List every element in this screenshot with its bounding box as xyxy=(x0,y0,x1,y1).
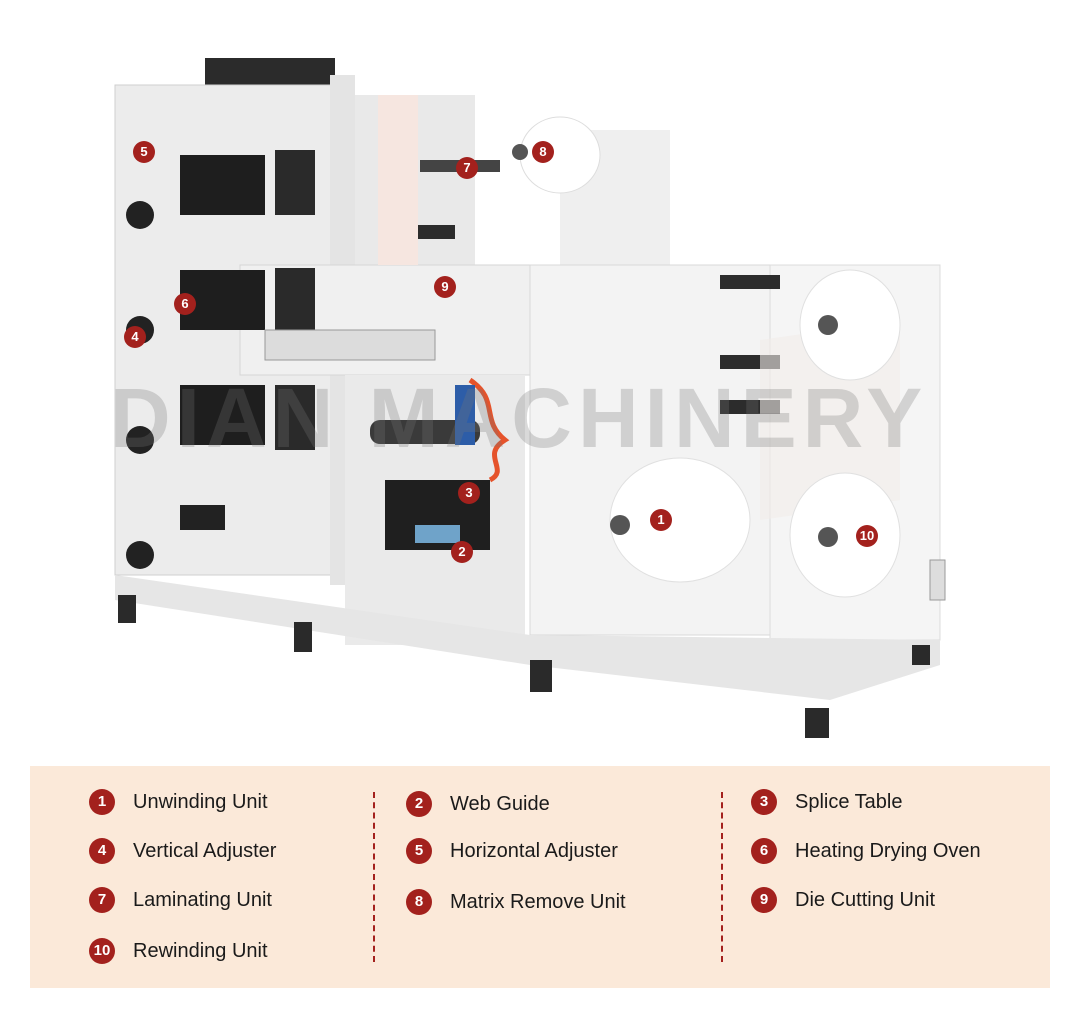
legend-item-splice-table: 3 Splice Table xyxy=(751,789,902,815)
legend-label: Splice Table xyxy=(795,790,903,813)
legend-label: Matrix Remove Unit xyxy=(450,890,626,913)
legend-label: Horizontal Adjuster xyxy=(450,839,618,862)
legend-number-badge: 9 xyxy=(751,887,777,913)
callout-10: 10 xyxy=(856,525,878,547)
callout-6: 6 xyxy=(174,293,196,315)
legend-label: Rewinding Unit xyxy=(133,939,268,962)
legend-number-badge: 7 xyxy=(89,887,115,913)
machine-photo: DIAN MACHINERY 1 2 3 4 5 6 7 8 9 10 xyxy=(110,58,946,738)
callout-7: 7 xyxy=(456,157,478,179)
callout-9: 9 xyxy=(434,276,456,298)
legend-panel: 1 Unwinding Unit 2 Web Guide 3 Splice Ta… xyxy=(30,766,1050,988)
legend-label: Unwinding Unit xyxy=(133,790,268,813)
legend-item-web-guide: 2 Web Guide xyxy=(406,791,550,817)
legend-number-badge: 3 xyxy=(751,789,777,815)
legend-number-badge: 8 xyxy=(406,889,432,915)
legend-number-badge: 6 xyxy=(751,838,777,864)
legend-number-badge: 2 xyxy=(406,791,432,817)
legend-item-unwinding-unit: 1 Unwinding Unit xyxy=(89,789,268,815)
legend-label: Web Guide xyxy=(450,792,550,815)
legend-item-vertical-adjuster: 4 Vertical Adjuster xyxy=(89,838,276,864)
callout-2: 2 xyxy=(451,541,473,563)
legend-divider-1 xyxy=(373,792,375,962)
callout-1: 1 xyxy=(650,509,672,531)
legend-label: Heating Drying Oven xyxy=(795,839,981,862)
callout-8: 8 xyxy=(532,141,554,163)
callout-3: 3 xyxy=(458,482,480,504)
machine-illustration xyxy=(114,58,946,738)
callout-5: 5 xyxy=(133,141,155,163)
legend-item-matrix-remove-unit: 8 Matrix Remove Unit xyxy=(406,889,626,915)
legend-label: Vertical Adjuster xyxy=(133,839,277,862)
callout-4: 4 xyxy=(124,326,146,348)
legend-item-die-cutting-unit: 9 Die Cutting Unit xyxy=(751,887,935,913)
legend-label: Laminating Unit xyxy=(133,888,272,911)
legend-number-badge: 5 xyxy=(406,838,432,864)
legend-label: Die Cutting Unit xyxy=(795,888,936,911)
legend-item-laminating-unit: 7 Laminating Unit xyxy=(89,887,272,913)
legend-number-badge: 1 xyxy=(89,789,115,815)
legend-number-badge: 4 xyxy=(89,838,115,864)
legend-item-heating-drying-oven: 6 Heating Drying Oven xyxy=(751,838,981,864)
legend-number-badge: 10 xyxy=(89,938,115,964)
legend-item-horizontal-adjuster: 5 Horizontal Adjuster xyxy=(406,838,618,864)
legend-divider-2 xyxy=(721,792,723,962)
legend-item-rewinding-unit: 10 Rewinding Unit xyxy=(89,938,268,964)
brand-watermark: DIAN MACHINERY xyxy=(110,371,929,465)
